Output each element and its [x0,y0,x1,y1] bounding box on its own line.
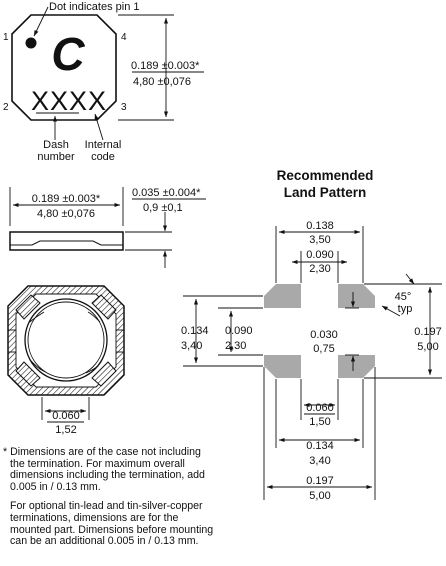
land-pattern-title-2: Land Pattern [284,185,367,200]
land-bottom-pad-in: 0.060 [306,402,334,414]
land-left-inner-mm: 2,30 [225,340,246,352]
pin-1-label: 1 [3,32,9,43]
land-right-in: 0.197 [414,326,442,338]
land-top-inner-in: 0.090 [306,249,334,261]
internal-code-label-1: Internal [85,139,122,151]
footnotes: * Dimensions are of the case not includi… [3,446,303,548]
angle-value: 45° [395,291,412,303]
land-bottom-outer-in: 0.197 [306,475,334,487]
land-top-outer-in: 0.138 [306,220,334,232]
side-view-width-mm: 4,80 ±0,076 [37,208,95,220]
bottom-terminal-tl [15,294,41,320]
pin-4-label: 4 [121,32,127,43]
top-view-height-in: 0.189 ±0.003* [131,60,200,72]
land-bottom-outer-mm: 5,00 [309,490,330,502]
land-pattern: Recommended Land Pattern 0.138 3,50 0.09… [181,168,442,502]
bottom-pad-in: 0.060 [52,410,80,422]
pin1-dot [25,37,37,49]
land-bottom-mid-mm: 3,40 [309,455,330,467]
land-gap-mm: 0,75 [313,343,334,355]
note2-line4: can be an additional 0.005 in / 0.13 mm. [10,535,199,548]
land-top-inner-mm: 2,30 [309,263,330,275]
angle-arrow-bottom [381,305,401,317]
land-gap-in: 0.030 [310,329,338,341]
land-left-inner-in: 0.090 [225,325,253,337]
note2-line1: For optional tin-lead and tin-silver-cop… [10,500,203,513]
bottom-terminal-tr [91,294,117,320]
bottom-terminal-bl [15,361,41,387]
note2-line2: terminations, dimensions are for the [10,511,179,524]
land-pad-tr [338,284,375,308]
side-view-width-in: 0.189 ±0.003* [32,193,101,205]
dash-number-label-1: Dash [43,139,69,151]
side-view: 0.189 ±0.003* 4,80 ±0,076 0.035 ±0.004* … [9,187,206,268]
thickness-mm: 0,9 ±0,1 [143,202,183,214]
land-right-mm: 5,00 [417,341,438,353]
thickness-in: 0.035 ±0.004* [132,187,201,199]
land-bottom-pad-mm: 1,50 [309,416,330,428]
pin1-leader [33,6,49,37]
internal-code-leader [94,113,104,141]
internal-code-label-2: code [91,151,115,163]
land-pad-br [338,355,375,378]
bottom-view: 0.060 1,52 [7,285,125,436]
part-code-text: XXXX [31,86,107,116]
note2-line3: mounted part. Dimensions before mounting [10,523,214,536]
bottom-pad-mm: 1,52 [55,424,76,436]
logo-text: C [51,28,85,80]
land-bottom-mid-in: 0.134 [306,440,334,452]
land-left-outer-mm: 3,40 [181,340,202,352]
angle-typ: typ [398,303,413,315]
land-pad-bl [264,355,301,378]
pin-2-label: 2 [3,102,9,113]
side-view-terminals [10,240,123,246]
top-view-height-mm: 4,80 ±0,076 [133,76,191,88]
bottom-view-core [24,298,108,382]
pin1-callout: Dot indicates pin 1 [49,1,140,13]
bottom-terminal-br [91,361,117,387]
note1-line4: 0.005 in / 0.13 mm. [10,480,101,493]
land-pattern-title-1: Recommended [277,168,374,183]
land-pad-tl [264,284,301,308]
note1-line3: dimensions including the termination, ad… [10,469,205,482]
land-left-outer-in: 0.134 [181,325,209,337]
angle-arrow-top [405,273,415,285]
note1-line2: the termination. For maximum overall [10,457,185,470]
top-view: C XXXX 1 2 3 4 Dot indicates pin 1 Dash … [3,1,204,163]
dash-number-label-2: number [37,151,75,163]
land-top-outer-mm: 3,50 [309,234,330,246]
note1-line1: * Dimensions are of the case not includi… [3,446,201,458]
pin-3-label: 3 [121,102,127,113]
